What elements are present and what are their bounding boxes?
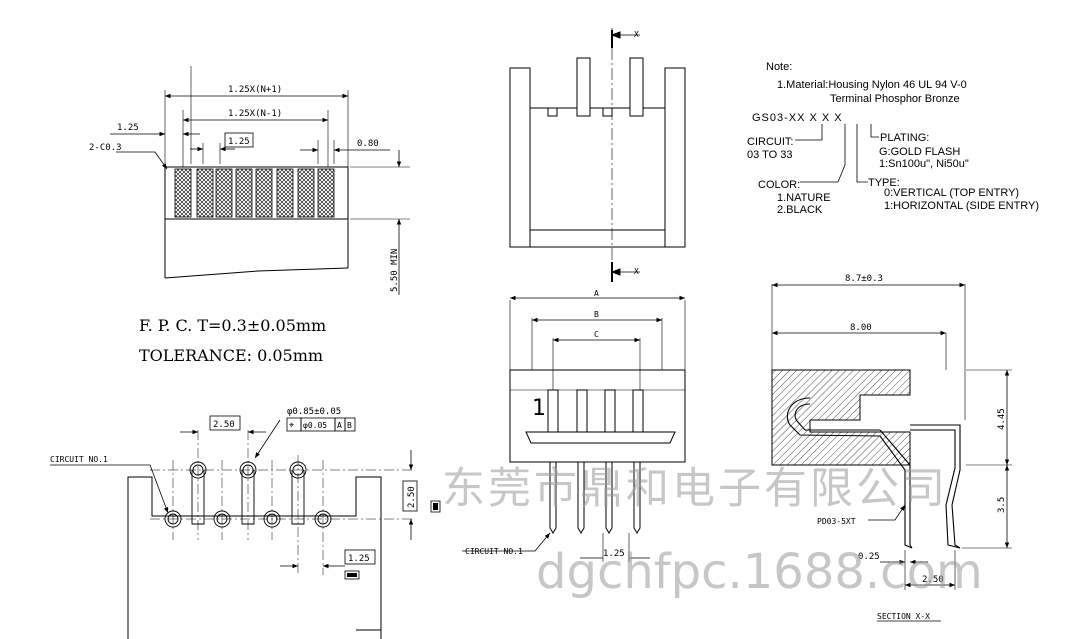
connector-front-view (462, 295, 686, 562)
fpc-dim-right: 0.80 (357, 139, 379, 149)
pcb-tol-value: φ0.05 (303, 421, 327, 430)
notes-color-black: 2.BLACK (777, 204, 823, 216)
section-dim-total: 8.7±0.3 (845, 274, 883, 284)
fpc-dim-pitch: 1.25 (228, 137, 250, 147)
notes-leaders (795, 124, 879, 183)
notes-circuit-label: CIRCUIT: (747, 136, 793, 148)
pcb-dim-pitch: 2.50 (213, 420, 235, 430)
notes-plating-gold: G:GOLD FLASH (879, 146, 960, 158)
fpc-view (110, 66, 410, 295)
section-view (771, 282, 1012, 622)
front-dim-b: B (594, 310, 599, 319)
watermark-site: dgchfpc.1688.com (536, 544, 983, 600)
front-circuit-label: CIRCUIT NO.1 (465, 547, 523, 556)
notes-type-horizontal: 1:HORIZONTAL (SIDE ENTRY) (884, 200, 1039, 212)
notes-terminal-line: Terminal Phosphor Bronze (830, 93, 960, 105)
notes-title: Note: (766, 61, 792, 73)
front-dim-bottom: 1.25 (603, 549, 625, 559)
front-dim-a: A (594, 289, 599, 298)
front-dim-c: C (594, 330, 599, 339)
notes-part-code: GS03-XX X X X (752, 112, 843, 124)
notes-plating-label: PLATING: (880, 132, 929, 144)
pcb-hole-spec: φ0.85±0.05 (287, 407, 341, 417)
fpc-tolerance-line: TOLERANCE: 0.05mm (139, 346, 323, 365)
notes-type-vertical: 0:VERTICAL (TOP ENTRY) (884, 187, 1019, 199)
pcb-dim-bottom: 1.25 (348, 554, 370, 564)
fpc-spec-line: F. P. C. T=0.3±0.05mm (139, 316, 326, 335)
section-part-label: PD03-5XT (817, 517, 856, 526)
section-title: SECTION X-X (877, 612, 930, 621)
pcb-tol-datum-b: B (347, 421, 352, 430)
notes-type-label: TYPE: (868, 177, 900, 189)
pcb-tol-symbol: ⌖ (289, 421, 294, 431)
fpc-chamfer: 2-C0.3 (89, 143, 122, 153)
section-marker-bottom: X (634, 267, 639, 276)
pcb-circuit-label: CIRCUIT NO.1 (50, 455, 108, 464)
connector-top-view (509, 28, 686, 282)
watermark-company: 东莞市鼎和电子有限公司 (442, 464, 948, 514)
fpc-dim-left: 1.25 (117, 123, 139, 133)
pin-one-marker: 1 (532, 396, 546, 421)
section-dim-height: 4.45 (997, 408, 1007, 430)
notes-color-nature: 1.NATURE (777, 192, 831, 204)
pcb-layout (50, 415, 441, 639)
notes-color-label: COLOR: (758, 179, 800, 191)
section-dim-thickness: 0.25 (858, 552, 880, 562)
notes-plating-tin: 1:Sn100u", Ni50u" (879, 158, 969, 170)
section-dim-leg: 3.5 (997, 497, 1007, 513)
section-dim-inner: 8.00 (850, 323, 872, 333)
fpc-dim-inner: 1.25X(N-1) (228, 109, 282, 119)
section-marker-top: X (634, 30, 639, 39)
front-pins (547, 389, 644, 534)
notes-circuit-range: 03 TO 33 (747, 149, 792, 161)
fpc-dim-total: 1.25X(N+1) (228, 85, 282, 95)
fpc-dim-min: 5.50 MIN (390, 249, 400, 292)
notes-material-line: 1.Material:Housing Nylon 46 UL 94 V-0 (777, 79, 967, 91)
section-dim-pitch: 2.50 (922, 575, 944, 585)
fpc-contacts (174, 168, 335, 218)
pcb-dim-vertical: 2.50 (407, 486, 417, 508)
pcb-tol-datum-a: A (337, 421, 342, 430)
pcb-centerlines (150, 430, 415, 575)
